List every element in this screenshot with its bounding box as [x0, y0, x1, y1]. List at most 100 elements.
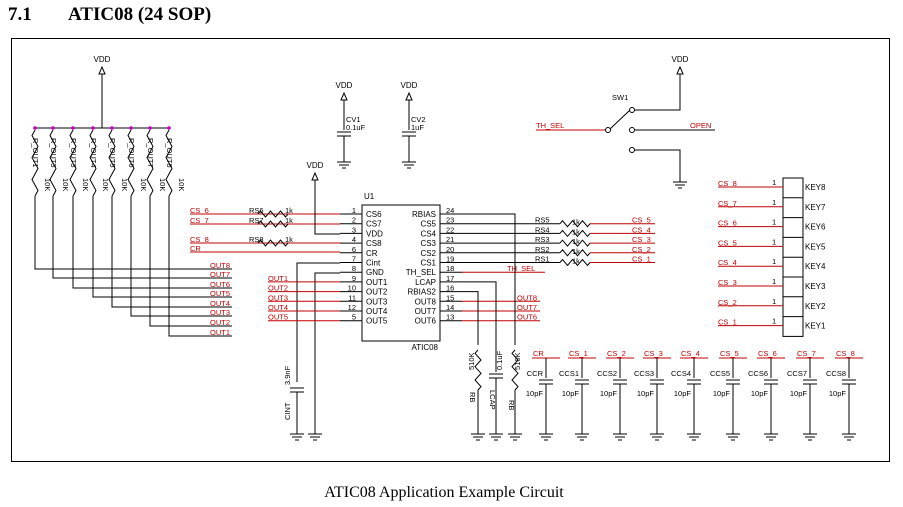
pin-number: 5	[352, 313, 356, 322]
resistor-symbol	[108, 129, 116, 197]
resistor-refdes: RB	[468, 392, 477, 402]
pin-number: 16	[446, 284, 454, 293]
net-label: CS_8	[190, 235, 209, 244]
resistor-refdes: RS2	[535, 245, 550, 254]
net-label: CS_6	[190, 206, 209, 215]
junction-dot	[51, 126, 55, 130]
key-name: KEY3	[805, 282, 826, 291]
cap-value: 0.1uF	[346, 123, 366, 132]
net-label: CS_1	[569, 349, 588, 358]
net-label: OPEN	[690, 121, 711, 130]
pullup-output-wire	[52, 196, 232, 279]
net-label: CS_3	[644, 349, 663, 358]
resistor-value: 510K	[513, 352, 522, 370]
cap-refdes: CCS2	[597, 369, 617, 378]
net-label: TH_SEL	[507, 264, 535, 273]
pullup-output-wire	[72, 196, 232, 289]
rbias-wire	[462, 213, 516, 345]
pin-number: 18	[446, 264, 454, 273]
pin-number: 24	[446, 206, 454, 215]
key-name: KEY1	[805, 322, 826, 331]
pin-name: OUT5	[366, 317, 388, 326]
net-label: OUT6	[210, 280, 230, 289]
pullup-refdes: R_OUT3	[69, 138, 78, 168]
resistor-value: 1k	[572, 257, 580, 266]
pin-number: 6	[352, 245, 356, 254]
net-label: CS_8	[836, 349, 855, 358]
vdd-arrow	[311, 171, 319, 181]
key-pin-number: 1	[772, 257, 776, 266]
ic-refdes: U1	[364, 192, 375, 201]
pullup-refdes: R_OUT3	[49, 138, 58, 168]
net-label: CR	[533, 349, 544, 358]
pullup-value: 10K	[139, 178, 148, 191]
pin-number: 12	[348, 303, 356, 312]
net-label: CS_7	[797, 349, 816, 358]
cap-value: 10pF	[526, 389, 544, 398]
net-label: CS_7	[718, 199, 737, 208]
pullup-value: 10K	[81, 178, 90, 191]
net-label: OUT8	[517, 293, 537, 302]
pullup-refdes: R_OUT8	[165, 138, 174, 168]
rbias2-wire	[462, 291, 479, 345]
pin-number: 2	[352, 216, 356, 225]
pin-name: OUT4	[366, 307, 388, 316]
pullup-value: 10K	[101, 178, 110, 191]
resistor-value: 1k	[572, 227, 580, 236]
junction-dot	[110, 126, 114, 130]
pullup-value: 10K	[158, 178, 167, 191]
net-label: OUT8	[210, 261, 230, 270]
pullup-value: 10K	[61, 178, 70, 191]
pullup-output-wire	[149, 196, 232, 327]
cap-value: 10pF	[674, 389, 692, 398]
resistor-value: 1k	[285, 206, 293, 215]
pin-name: CS3	[420, 239, 436, 248]
pin-name: CS5	[420, 220, 436, 229]
cap-refdes: CCS8	[826, 369, 846, 378]
key-pin-number: 1	[772, 237, 776, 246]
pin-number: 10	[348, 284, 356, 293]
figure-caption: ATIC08 Application Example Circuit	[324, 484, 564, 501]
pullup-refdes: R_OUT5	[108, 138, 117, 168]
pullup-output-wire	[130, 196, 232, 317]
resistor-symbol	[69, 129, 77, 197]
net-label: CS_5	[720, 349, 739, 358]
pin-name: OUT8	[415, 297, 437, 306]
resistor-value: 1k	[572, 218, 580, 227]
pin-name: CS8	[366, 239, 382, 248]
resistor-refdes: RS4	[535, 225, 550, 234]
cap-value: 10pF	[713, 389, 731, 398]
net-label: OUT4	[268, 303, 288, 312]
cap-refdes: CCS6	[748, 369, 768, 378]
resistor-value: 1k	[572, 247, 580, 256]
key-name: KEY4	[805, 262, 826, 271]
vdd-arrow	[98, 65, 106, 75]
resistor-refdes: RS6	[249, 206, 264, 215]
net-label: CR	[190, 244, 201, 253]
net-label: CS_6	[758, 349, 777, 358]
pin-number: 4	[352, 235, 356, 244]
resistor-symbol	[257, 220, 289, 228]
resistor-symbol	[257, 210, 289, 218]
pullup-value: 10K	[43, 178, 52, 191]
resistor-refdes: RS1	[535, 255, 550, 264]
switch-terminal	[629, 107, 635, 113]
net-label: CS_3	[718, 278, 737, 287]
pin-name: GND	[366, 268, 384, 277]
net-label: CS_5	[718, 238, 737, 247]
net-label: OUT5	[210, 289, 230, 298]
lcap-wire	[462, 281, 497, 372]
cap-refdes: CCS1	[559, 369, 579, 378]
pin-number: 23	[446, 216, 454, 225]
pin-number: 13	[446, 313, 454, 322]
pin-name: CR	[366, 249, 378, 258]
vdd-label: VDD	[94, 55, 111, 64]
pin-number: 17	[446, 274, 454, 283]
section-title: ATIC08 (24 SOP)	[68, 4, 212, 25]
net-label: OUT1	[210, 328, 230, 337]
key-pin-number: 1	[772, 178, 776, 187]
pin-name: OUT1	[366, 278, 388, 287]
cap-refdes: CCS7	[787, 369, 807, 378]
cap-value: 10pF	[562, 389, 580, 398]
net-label: OUT6	[517, 313, 537, 322]
